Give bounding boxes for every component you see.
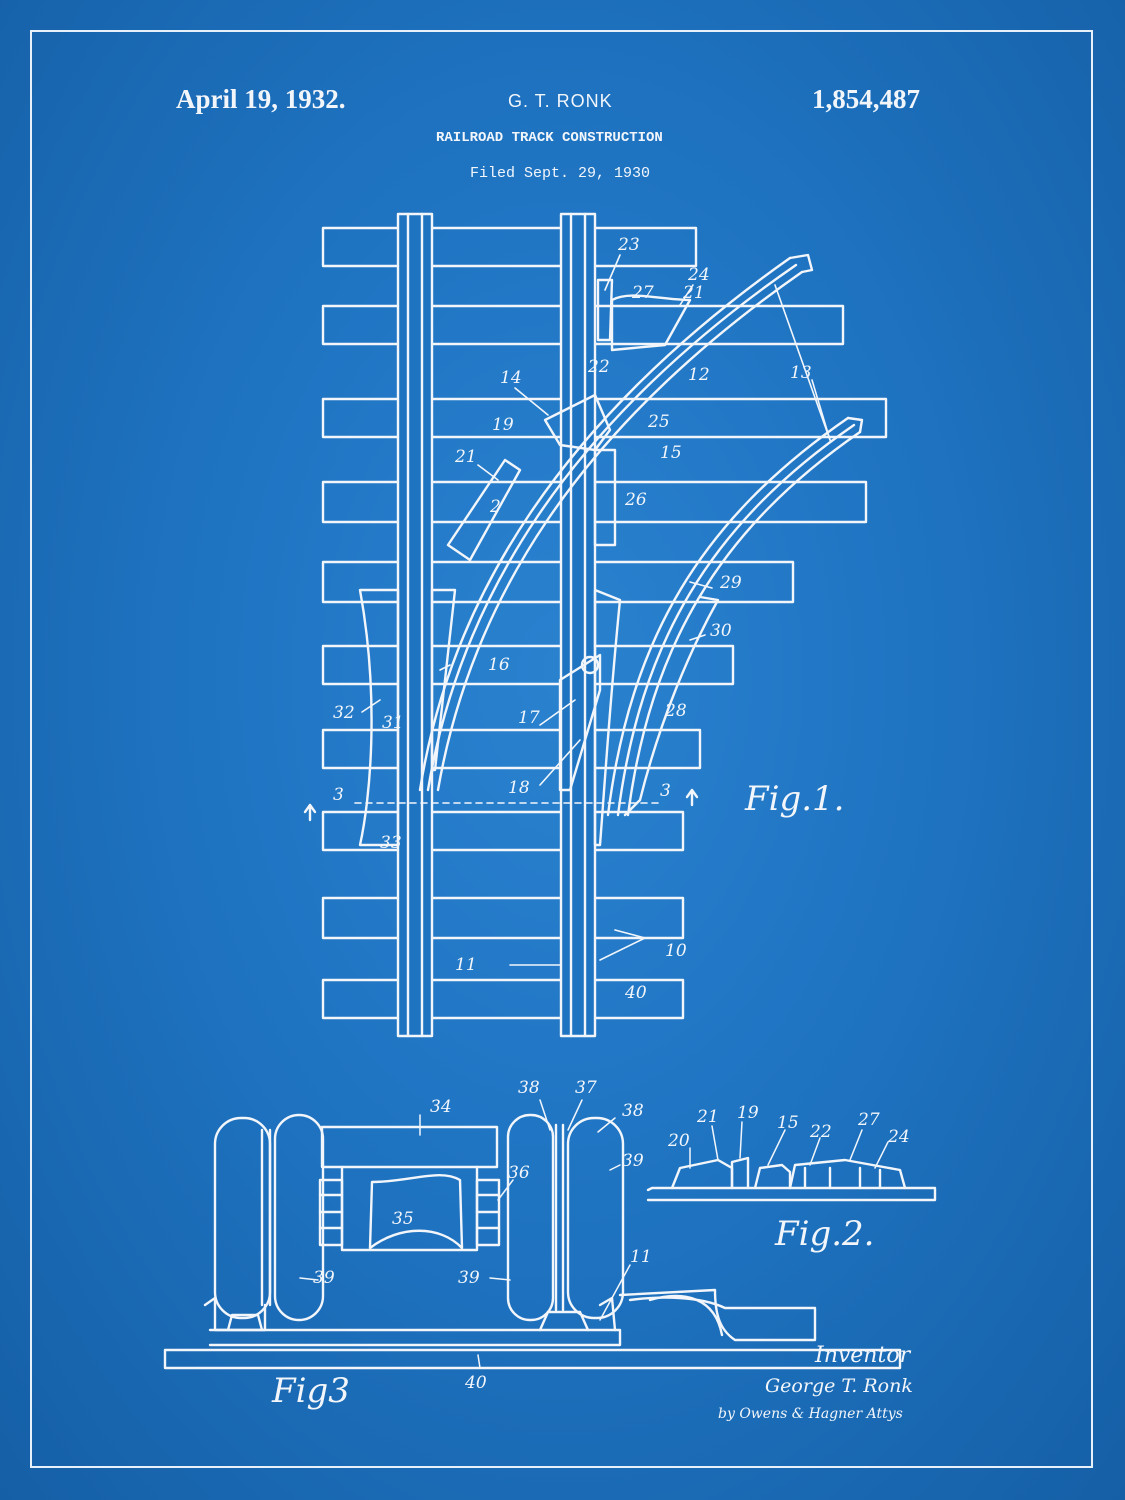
ref-21: 21 — [696, 1107, 719, 1127]
ref-30: 30 — [710, 621, 732, 641]
ref-34: 34 — [430, 1097, 452, 1117]
ref-26: 26 — [624, 490, 647, 510]
patent-number: 1,854,487 — [812, 84, 920, 114]
border-frame — [30, 30, 1093, 1468]
ref-21: 21 — [454, 447, 477, 467]
ref-21b: 21 — [682, 283, 705, 303]
ref-16: 16 — [488, 655, 510, 675]
ref-15: 15 — [660, 443, 682, 463]
ref-39-right: 39 — [622, 1151, 644, 1171]
ref-39-mid: 39 — [458, 1268, 480, 1288]
fig2-numerals: 21 19 15 22 27 24 20 Fig.2. — [667, 1103, 910, 1254]
ref-38a: 38 — [518, 1078, 540, 1098]
fig1-track — [303, 212, 888, 1038]
fig2-section — [646, 1121, 937, 1202]
ref-40: 40 — [464, 1373, 487, 1393]
right-wheel — [566, 1116, 625, 1320]
ref-2: 2 — [489, 497, 501, 517]
ref-24: 24 — [887, 1127, 910, 1147]
tie — [321, 728, 702, 770]
axle-housing-35 — [368, 1173, 464, 1250]
ref-33: 33 — [380, 833, 402, 853]
axle-beam-34 — [320, 1125, 499, 1169]
ref-20: 20 — [667, 1131, 690, 1151]
curved-rail-12 — [418, 253, 814, 792]
ref-36: 36 — [508, 1163, 530, 1183]
section-arrow-right — [685, 788, 699, 807]
ref-14: 14 — [500, 368, 522, 388]
frog-pieces — [358, 278, 720, 847]
inventor-caption: Inventor — [814, 1343, 912, 1368]
ref-32: 32 — [333, 703, 355, 723]
ref-17: 17 — [518, 708, 540, 728]
ref-27: 27 — [631, 283, 654, 303]
ref-27: 27 — [857, 1110, 880, 1130]
ref-37: 37 — [575, 1078, 597, 1098]
ref-23: 23 — [617, 235, 640, 255]
ref-29: 29 — [719, 573, 742, 593]
tie — [321, 560, 795, 604]
fig3-numerals: 34 38 37 38 39 36 35 39 39 11 40 Fig3 — [271, 1078, 652, 1411]
ref-40: 40 — [624, 983, 647, 1003]
ref-35: 35 — [392, 1209, 414, 1229]
ref-24: 24 — [687, 265, 710, 285]
ref-3-left: 3 — [333, 785, 344, 805]
fig3-label: Fig3 — [271, 1371, 350, 1411]
ref-22: 22 — [587, 357, 610, 377]
ref-25: 25 — [647, 412, 670, 432]
ref-18: 18 — [508, 778, 530, 798]
leaders — [354, 254, 831, 966]
ref-10: 10 — [665, 941, 687, 961]
ref-22: 22 — [809, 1122, 832, 1142]
filed-date: Filed Sept. 29, 1930 — [470, 165, 651, 182]
section-arrow-left — [303, 803, 317, 822]
ref-15: 15 — [777, 1113, 799, 1133]
ref-12: 12 — [688, 365, 710, 385]
patent-title: RAILROAD TRACK CONSTRUCTION — [436, 130, 663, 146]
fig3-wheelset — [163, 1099, 902, 1370]
ref-38b: 38 — [622, 1101, 644, 1121]
ref-13: 13 — [790, 363, 812, 383]
ref-11: 11 — [630, 1247, 652, 1267]
ref-3-right: 3 — [660, 781, 671, 801]
fig1-label: Fig.1. — [744, 779, 844, 819]
ground-slab — [163, 1348, 902, 1370]
tie — [321, 810, 685, 852]
fig1-numerals: 23 24 27 21 22 12 13 14 19 25 15 21 2 26… — [333, 235, 844, 1003]
ref-31: 31 — [382, 713, 404, 733]
signature-block: Inventor George T. Ronk by Owens & Hagne… — [718, 1343, 913, 1422]
attorney-signature: by Owens & Hagner Attys — [718, 1406, 903, 1422]
ref-11: 11 — [455, 955, 477, 975]
ref-19: 19 — [737, 1103, 759, 1123]
ref-39-left: 39 — [313, 1268, 335, 1288]
inventor-signature: George T. Ronk — [765, 1375, 913, 1397]
tie — [321, 644, 735, 686]
ref-19: 19 — [492, 415, 514, 435]
tie — [321, 978, 685, 1020]
fig2-label: Fig.2. — [774, 1214, 874, 1254]
curved-rail-13 — [606, 416, 864, 817]
straight-rails — [396, 212, 597, 1038]
left-wheel-inner — [273, 1113, 325, 1322]
patent-date: April 19, 1932. — [176, 84, 346, 114]
tie — [321, 226, 698, 268]
inventor-name: G. T. RONK — [508, 91, 613, 111]
tie — [321, 896, 685, 940]
right-rail — [559, 212, 597, 1038]
ref-28: 28 — [664, 701, 687, 721]
right-wheel-inner — [506, 1113, 555, 1322]
left-rail — [396, 212, 434, 1038]
